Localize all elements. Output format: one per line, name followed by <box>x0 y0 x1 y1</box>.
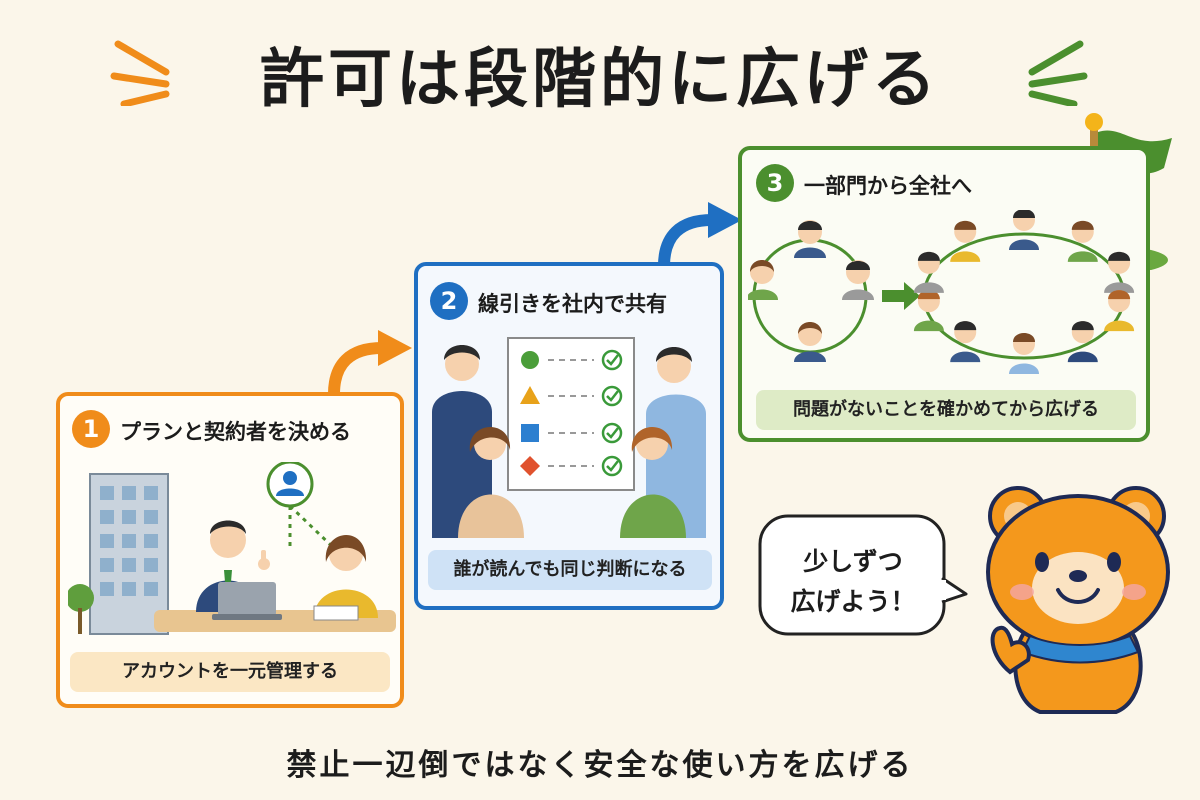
step-3-card: 3 一部門から全社へ 問題がないことを確かめてから広げる <box>738 146 1150 442</box>
step-2-number-badge: 2 <box>430 282 468 320</box>
team-member-icon <box>950 220 981 262</box>
team-member-icon <box>1067 321 1098 363</box>
team-member-icon <box>1067 220 1098 262</box>
team-member-icon <box>950 321 981 363</box>
page-title: 許可は段階的に広げる <box>260 43 940 117</box>
arrow-step1-to-step2-icon <box>328 330 412 398</box>
step-2-checklist-illustration <box>432 337 706 538</box>
step-1-card: 1 プランと契約者を決める アカウントを <box>56 392 404 708</box>
step-3-title: 一部門から全社へ <box>804 174 972 198</box>
step-1-number-badge: 1 <box>72 410 110 448</box>
step-2-caption: 誰が読んでも同じ判断になる <box>428 550 712 590</box>
team-member-icon <box>1104 290 1135 332</box>
team-member-icon <box>913 251 944 293</box>
title-accent-left-icon <box>110 40 170 106</box>
step-3-expansion-illustration <box>748 210 1135 374</box>
title-accent-right-icon <box>1028 40 1088 106</box>
team-member-icon <box>913 290 944 332</box>
speech-bubble-shape <box>758 514 968 636</box>
step-2-card: 2 線引きを社内で共有 誰が読んでも <box>414 262 724 610</box>
step-1-office-illustration <box>68 462 396 635</box>
step-2-title: 線引きを社内で共有 <box>478 292 667 316</box>
step-3-number-badge: 3 <box>756 164 794 202</box>
team-member-icon <box>1104 251 1135 293</box>
bear-mascot-icon <box>986 486 1170 714</box>
arrow-step2-to-step3-icon <box>658 202 742 270</box>
step-3-caption: 問題がないことを確かめてから広げる <box>756 390 1136 430</box>
team-member-icon <box>1009 333 1039 374</box>
speech-line-1: 少しずつ <box>803 547 903 576</box>
speech-line-2: 広げよう！ <box>790 587 916 616</box>
step-1-title: プランと契約者を決める <box>120 420 351 444</box>
bottom-message: 禁止一辺倒ではなく安全な使い方を広げる <box>286 748 914 783</box>
step-1-caption: アカウントを一元管理する <box>70 652 390 692</box>
speech-bubble: 少しずつ 広げよう！ <box>760 520 946 634</box>
team-member-icon <box>1009 210 1039 250</box>
